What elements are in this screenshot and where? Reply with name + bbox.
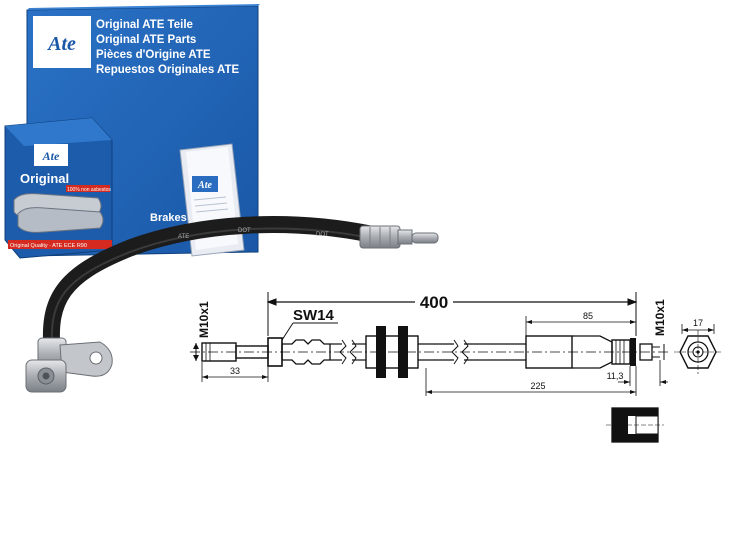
brake-pad-box: Ate Original 100% non asbestos Original …: [4, 117, 113, 259]
leaflet-logo-icon: [192, 176, 218, 192]
hose-print-2: ATE: [178, 234, 189, 240]
dim-11-3-label: 11,3: [607, 371, 624, 381]
pad-box-brand-text: Ate: [42, 149, 60, 163]
hex-end-view: [674, 324, 722, 374]
hose-print-1: DOT: [238, 228, 251, 234]
pad-box-quality: Original Quality · ATE ECE R90: [10, 243, 87, 249]
box-line-2: Original ATE Parts: [96, 34, 196, 46]
pad-box-title: Original: [20, 171, 69, 186]
thread-left-label: M10x1: [197, 301, 211, 338]
box-line-3: Pièces d'Origine ATE: [96, 49, 211, 61]
length-label-bg: [415, 290, 453, 312]
section-detail: [606, 407, 664, 443]
dim-225-label: 225: [530, 381, 545, 391]
dim-85-label: 85: [583, 311, 593, 321]
box-line-4: Repuestos Originales ATE: [96, 64, 239, 76]
wrench-size-label: SW14: [293, 307, 335, 324]
technical-drawing: [190, 292, 722, 443]
dim-33-label: 33: [230, 366, 240, 376]
thread-right-label: M10x1: [653, 299, 667, 336]
brake-hose: DOT ATE DOT: [25, 216, 439, 393]
box-brand-text: Ate: [46, 33, 76, 55]
dim-overall-length-label: 400: [420, 293, 448, 312]
pad-box-logo-icon: [34, 144, 68, 166]
hose-print-3: DOT: [316, 232, 329, 238]
pad-box-red-band: 100% non asbestos: [67, 187, 111, 193]
hose-left-fitting: [25, 337, 113, 393]
box-line-1: Original ATE Teile: [96, 19, 193, 31]
dim-17-label: 17: [693, 318, 703, 328]
brake-pad-icon: [13, 193, 104, 233]
wrench-leader: [281, 322, 294, 341]
ate-logo-icon: [33, 16, 91, 68]
hose-right-fitting: [359, 225, 439, 249]
leaflet-brand-text: Ate: [197, 180, 212, 191]
